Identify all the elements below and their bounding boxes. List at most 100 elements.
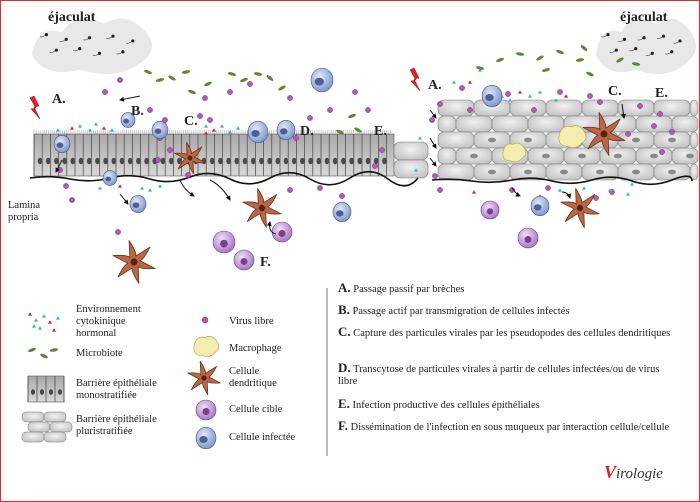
cytokine xyxy=(98,186,102,190)
microbiote xyxy=(354,127,362,133)
sperm-tail xyxy=(59,40,65,42)
cell-nucleus xyxy=(341,157,346,165)
legend-label-environment: Environnement cytokinique hormonal xyxy=(76,304,141,339)
cell-nucleus xyxy=(209,157,215,165)
target-cell-nucleus xyxy=(240,258,248,265)
cytokine xyxy=(414,168,418,172)
virus-particle xyxy=(317,185,323,191)
sperm-tail xyxy=(82,38,89,41)
stratified-cell xyxy=(437,115,457,133)
infected-cell-nucleus xyxy=(251,130,260,137)
infected-cell-nucleus xyxy=(279,128,288,135)
cytokine xyxy=(508,98,512,102)
stratified-nucleus xyxy=(560,169,568,175)
microbiote xyxy=(188,89,196,95)
sperm-tail xyxy=(116,52,122,55)
virus-particle xyxy=(597,99,603,105)
cell-nucleus xyxy=(259,157,264,165)
arrow xyxy=(266,221,277,235)
microbiote xyxy=(227,72,237,76)
virus-particle xyxy=(467,107,473,113)
stratified-nucleus xyxy=(488,137,496,143)
cell-nucleus xyxy=(111,157,117,165)
stratified-nucleus xyxy=(596,169,604,175)
microbiote xyxy=(40,353,48,359)
cytokine xyxy=(558,188,562,192)
cytokine xyxy=(518,90,522,94)
cell-nucleus xyxy=(70,157,76,165)
cell-nucleus xyxy=(324,157,330,165)
sperm-tail xyxy=(665,52,671,55)
stratified-nucleus xyxy=(650,153,658,159)
microbiote xyxy=(496,57,504,63)
stratified-cell xyxy=(671,115,699,133)
virus-particle xyxy=(202,95,208,101)
stratified-cell xyxy=(491,115,529,133)
sperm-tail xyxy=(617,40,624,42)
virus-particle xyxy=(531,107,537,113)
cell-nucleus xyxy=(86,157,92,165)
virologie-logo: Virologie xyxy=(604,462,663,483)
cytokine xyxy=(42,314,46,318)
cell-nucleus xyxy=(382,157,387,165)
virus-particle xyxy=(505,91,511,97)
virus-particle xyxy=(63,183,69,189)
cytokine xyxy=(70,126,74,130)
cell-nucleus xyxy=(267,157,272,165)
cell-nucleus xyxy=(300,157,305,165)
arrow xyxy=(55,159,63,173)
virus-particle xyxy=(545,185,551,191)
legend-mono-nucleus xyxy=(31,389,35,395)
microbiote xyxy=(240,77,248,83)
cytokine xyxy=(582,186,586,190)
virus-particle xyxy=(201,316,209,324)
cell-nucleus xyxy=(332,157,338,165)
sperm-head xyxy=(64,37,68,41)
stratified-cell xyxy=(689,99,699,117)
cell-nucleus xyxy=(136,157,141,165)
sperm-tail xyxy=(673,41,679,44)
cytokine xyxy=(140,186,144,190)
microbiote xyxy=(475,66,485,70)
cytokine xyxy=(32,324,36,328)
virus-particle xyxy=(432,173,438,179)
cell-nucleus xyxy=(95,157,100,165)
microbiote xyxy=(556,49,564,55)
legend-pluri-cell xyxy=(43,411,67,423)
virus-particle xyxy=(365,107,371,113)
legend-label-target: Cellule cible xyxy=(229,404,283,415)
cell-nucleus xyxy=(45,157,51,165)
sperm-head xyxy=(78,46,82,51)
stratified-nucleus xyxy=(470,153,478,159)
sperm-head xyxy=(97,51,102,55)
stratified-cell xyxy=(689,131,699,149)
cell-nucleus xyxy=(168,157,174,165)
legend-pluri-cell xyxy=(21,411,45,423)
microbiote xyxy=(541,68,551,72)
virus-particle xyxy=(162,117,168,123)
stratified-nucleus xyxy=(668,169,676,175)
arrow xyxy=(119,95,141,102)
virus-particle xyxy=(651,123,657,129)
cytokine xyxy=(110,128,114,132)
cell-nucleus xyxy=(218,157,223,165)
pluristratified-epithelium xyxy=(437,99,699,181)
cell-nucleus xyxy=(349,157,354,165)
stratified-cell xyxy=(689,163,699,181)
cytokine xyxy=(88,128,92,132)
cell-nucleus xyxy=(226,157,231,165)
cell-nucleus xyxy=(283,157,289,165)
stratified-nucleus xyxy=(524,137,532,143)
sperm-head xyxy=(661,34,666,38)
microbiote xyxy=(336,129,344,135)
arrow xyxy=(209,179,231,201)
lamina-propria-label: Lamina propria xyxy=(8,200,41,223)
cytokine xyxy=(478,68,482,72)
cell-nucleus xyxy=(234,157,240,165)
cytokine xyxy=(418,136,422,140)
cytokine xyxy=(212,128,216,132)
cell-nucleus xyxy=(373,157,379,165)
infected-cell-nucleus xyxy=(485,94,494,101)
